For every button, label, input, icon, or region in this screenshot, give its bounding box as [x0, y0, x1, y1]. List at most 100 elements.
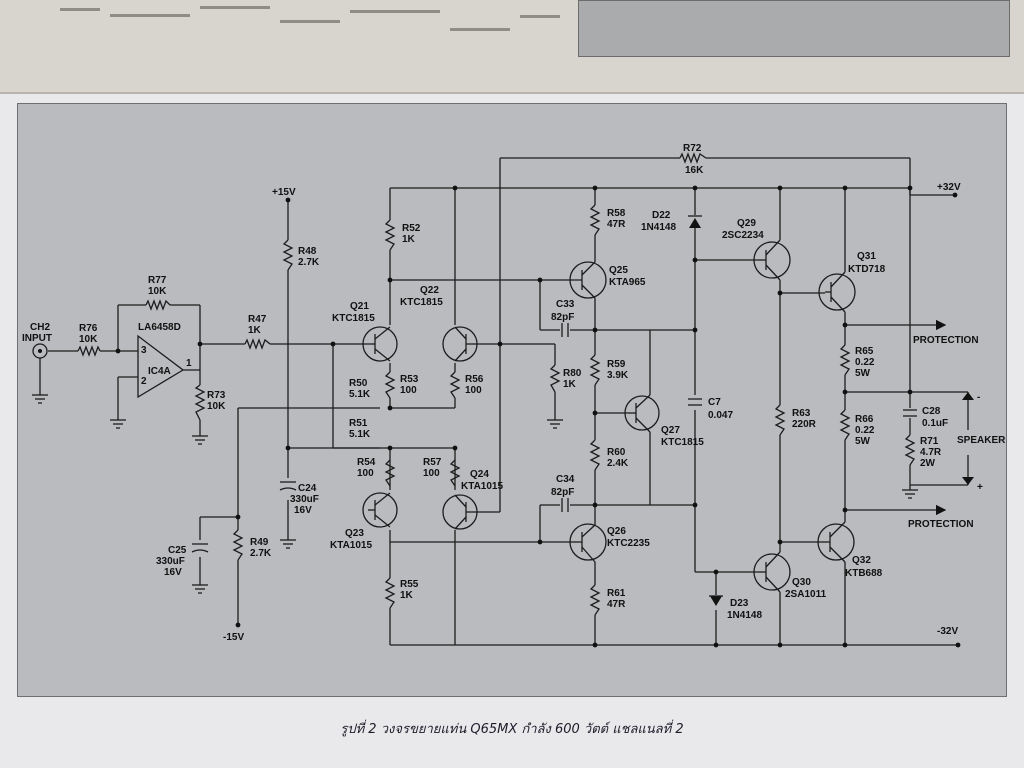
label-r58-value: 47R: [607, 219, 626, 230]
label-r54-ref: R54: [357, 457, 376, 468]
label-r61-ref: R61: [607, 588, 626, 599]
transistor-q29-symbol: [753, 239, 791, 281]
label-q29-part: 2SC2234: [722, 230, 764, 241]
input-label-2: INPUT: [22, 333, 52, 344]
schematic-panel: [17, 103, 1007, 697]
label-r56-ref: R56: [465, 374, 484, 385]
label-speaker-minus: -: [977, 392, 980, 403]
label-r48-value: 2.7K: [298, 257, 320, 268]
ground-icon: [192, 435, 208, 445]
label-r66-ref: R66: [855, 414, 874, 425]
label-c7-value: 0.047: [708, 410, 733, 421]
opamp-pin-inv: 2: [141, 376, 147, 387]
label-q23-ref: Q23: [345, 528, 364, 539]
page-text-line: [200, 6, 270, 9]
label-r66-rating: 5W: [855, 436, 871, 447]
label-c33-value: 82pF: [551, 312, 574, 323]
opamp-symbol: 3 2 1 IC4A LA6458D: [137, 322, 192, 399]
label-q32-ref: Q32: [852, 555, 871, 566]
resistor-r56-symbol: [449, 371, 461, 399]
label-c28-value: 0.1uF: [922, 418, 948, 429]
ground-icon: [902, 489, 918, 499]
label-protection-bottom: PROTECTION: [908, 519, 974, 530]
label-q27-ref: Q27: [661, 425, 680, 436]
input-label-1: CH2: [30, 322, 50, 333]
label-q22-ref: Q22: [420, 285, 439, 296]
capacitor-symbols: [191, 323, 917, 553]
label-q31-part: KTD718: [848, 264, 886, 275]
transistor-q32-symbol: [817, 521, 855, 563]
capacitor-c7-symbol: [688, 398, 702, 406]
resistor-r80-symbol: [549, 364, 561, 393]
transistor-q26-symbol: [569, 523, 607, 563]
label-r53-ref: R53: [400, 374, 419, 385]
label-c24-ref: C24: [298, 483, 317, 494]
label-r65-ref: R65: [855, 346, 874, 357]
resistor-r54-symbol: [384, 459, 396, 487]
resistor-r60-symbol: [589, 439, 601, 471]
label-r48-ref: R48: [298, 246, 317, 257]
resistor-r72-symbol: [679, 152, 707, 164]
label-r52-value: 1K: [402, 234, 416, 245]
label-r73-ref: R73: [207, 390, 226, 401]
label-r50-ref: R50: [349, 378, 368, 389]
label-r57-ref: R57: [423, 457, 442, 468]
capacitor-c25-symbol: [191, 543, 209, 553]
page-text-line: [350, 10, 440, 13]
label-r72-value: 16K: [685, 165, 704, 176]
label-c34-value: 82pF: [551, 487, 574, 498]
resistor-r57-symbol: [449, 459, 461, 487]
label-q22-part: KTC1815: [400, 297, 443, 308]
resistor-r55-symbol: [384, 577, 396, 609]
label-c33-ref: C33: [556, 299, 575, 310]
resistor-r77-symbol: [145, 299, 171, 311]
transistor-q23-symbol: [362, 492, 398, 528]
resistor-r53-symbol: [384, 371, 396, 399]
speaker-terminals: [962, 392, 974, 485]
label-q26-ref: Q26: [607, 526, 626, 537]
label-q21-ref: Q21: [350, 301, 369, 312]
label-q30-ref: Q30: [792, 577, 811, 588]
ground-icon: [547, 419, 563, 429]
input-jack: CH2 INPUT: [22, 322, 52, 359]
ground-icon: [192, 584, 208, 594]
label-r71-ref: R71: [920, 436, 939, 447]
label-r71-value: 4.7R: [920, 447, 942, 458]
resistor-r49-symbol: [232, 529, 244, 561]
label-r55-ref: R55: [400, 579, 419, 590]
label-r76-ref: R76: [79, 323, 98, 334]
label-r60-ref: R60: [607, 447, 626, 458]
transistor-q22-symbol: [442, 326, 478, 362]
label-c25-value: 330uF: [156, 556, 185, 567]
label-r77-ref: R77: [148, 275, 167, 286]
label-d22-ref: D22: [652, 210, 671, 221]
ground-symbols: [32, 394, 918, 594]
rail-label-neg32: -32V: [937, 626, 958, 637]
component-labels: +15V -15V +32V -32V R76 10K R77 10K R73 …: [79, 143, 1006, 643]
label-r72-ref: R72: [683, 143, 702, 154]
label-r47-ref: R47: [248, 314, 267, 325]
transistor-q30-symbol: [753, 551, 791, 593]
figure-caption: รูปที่ 2 วงจรขยายแท่น Q65MX กำลัง 600 วั…: [340, 722, 684, 737]
label-r58-ref: R58: [607, 208, 626, 219]
capacitor-c28-symbol: [903, 409, 917, 417]
label-r63-ref: R63: [792, 408, 811, 419]
label-r51-ref: R51: [349, 418, 368, 429]
label-r63-value: 220R: [792, 419, 817, 430]
label-r57-value: 100: [423, 468, 440, 479]
diode-d22-symbol: [688, 215, 702, 228]
label-q27-part: KTC1815: [661, 437, 704, 448]
label-q30-part: 2SA1011: [785, 589, 827, 600]
book-page-top: [0, 0, 1024, 94]
label-d23-part: 1N4148: [727, 610, 762, 621]
label-q26-part: KTC2235: [607, 538, 650, 549]
resistor-r65-symbol: [839, 344, 851, 376]
label-r56-value: 100: [465, 385, 482, 396]
page-text-line: [110, 14, 190, 17]
label-r61-value: 47R: [607, 599, 626, 610]
opamp-part: LA6458D: [138, 322, 181, 333]
ground-icon: [280, 539, 296, 549]
label-q25-ref: Q25: [609, 265, 628, 276]
opamp-pin-noninv: 3: [141, 345, 147, 356]
